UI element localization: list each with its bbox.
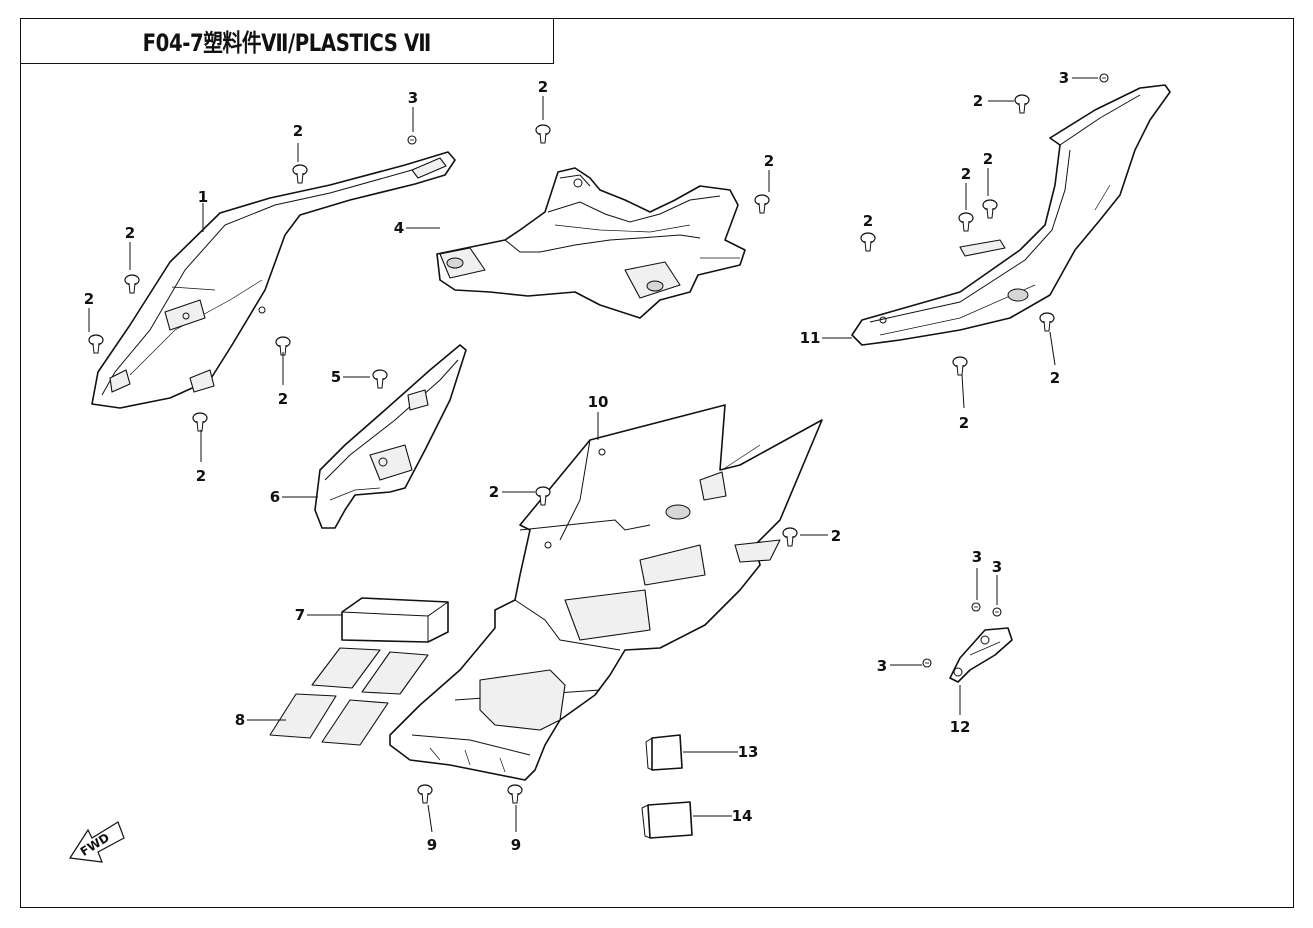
callout-2: 2 xyxy=(196,467,206,485)
drawing-frame xyxy=(20,18,1294,908)
callout-labels: 1 2 2 2 2 2 2 2 2 2 2 2 2 2 2 2 3 3 3 3 … xyxy=(84,69,1069,854)
part-1-left-side-cover xyxy=(91,151,456,409)
callout-2: 2 xyxy=(489,483,499,501)
callout-3: 3 xyxy=(992,558,1002,576)
callout-2: 2 xyxy=(973,92,983,110)
callout-3: 3 xyxy=(972,548,982,566)
callout-2: 2 xyxy=(278,390,288,408)
callout-5: 5 xyxy=(331,368,341,386)
part-10-under-tray xyxy=(389,404,823,781)
callout-13: 13 xyxy=(738,743,759,761)
callout-2: 2 xyxy=(538,78,548,96)
callout-9: 9 xyxy=(427,836,437,854)
part-4-center-bracket xyxy=(436,167,746,319)
callout-3: 3 xyxy=(1059,69,1069,87)
part-14-rubber-block xyxy=(641,801,693,839)
callout-4: 4 xyxy=(394,219,404,237)
callout-3: 3 xyxy=(408,89,418,107)
callout-2: 2 xyxy=(84,290,94,308)
callout-10: 10 xyxy=(588,393,609,411)
callout-11: 11 xyxy=(800,329,821,347)
part-11-right-side-cover xyxy=(851,84,1171,346)
callout-3: 3 xyxy=(877,657,887,675)
part-6-small-side-panel xyxy=(314,344,467,529)
part-12-small-bracket xyxy=(949,627,1013,683)
leader-lines xyxy=(88,77,1098,833)
callout-12: 12 xyxy=(950,718,971,736)
callout-9: 9 xyxy=(511,836,521,854)
callout-2: 2 xyxy=(125,224,135,242)
callout-2: 2 xyxy=(961,165,971,183)
part-13-rubber-block xyxy=(645,734,683,771)
fwd-direction-arrow-icon: FWD xyxy=(68,821,125,863)
callout-2: 2 xyxy=(863,212,873,230)
part-8-foam-pads xyxy=(269,647,429,746)
callout-2: 2 xyxy=(983,150,993,168)
part-7-foam-block xyxy=(341,597,449,643)
callout-2: 2 xyxy=(764,152,774,170)
callout-8: 8 xyxy=(235,711,245,729)
callout-2: 2 xyxy=(959,414,969,432)
callout-2: 2 xyxy=(293,122,303,140)
callout-6: 6 xyxy=(270,488,280,506)
title-block: F04-7塑料件Ⅶ/PLASTICS Ⅶ xyxy=(20,18,554,64)
diagram-title: F04-7塑料件Ⅶ/PLASTICS Ⅶ xyxy=(142,29,431,57)
callout-2: 2 xyxy=(1050,369,1060,387)
callout-7: 7 xyxy=(295,606,305,624)
callout-2: 2 xyxy=(831,527,841,545)
callout-14: 14 xyxy=(732,807,753,825)
callout-1: 1 xyxy=(198,188,208,206)
